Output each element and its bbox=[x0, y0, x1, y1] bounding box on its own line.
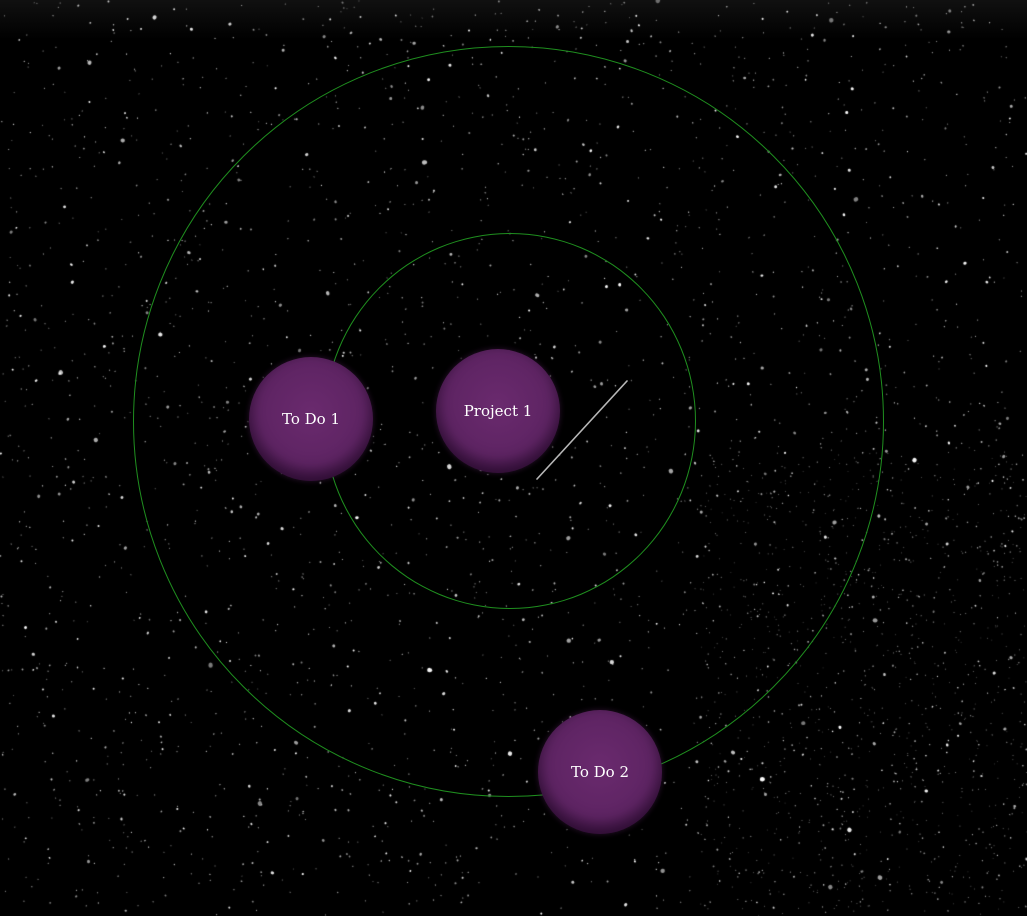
todo-planet-1[interactable]: To Do 1 bbox=[249, 357, 373, 481]
project-planet-label: Project 1 bbox=[463, 402, 533, 420]
todo-planet-1-label: To Do 1 bbox=[281, 410, 340, 428]
project-planet[interactable]: Project 1 bbox=[436, 349, 560, 473]
todo-planet-2[interactable]: To Do 2 bbox=[538, 710, 662, 834]
todo-planet-2-label: To Do 2 bbox=[570, 763, 629, 781]
